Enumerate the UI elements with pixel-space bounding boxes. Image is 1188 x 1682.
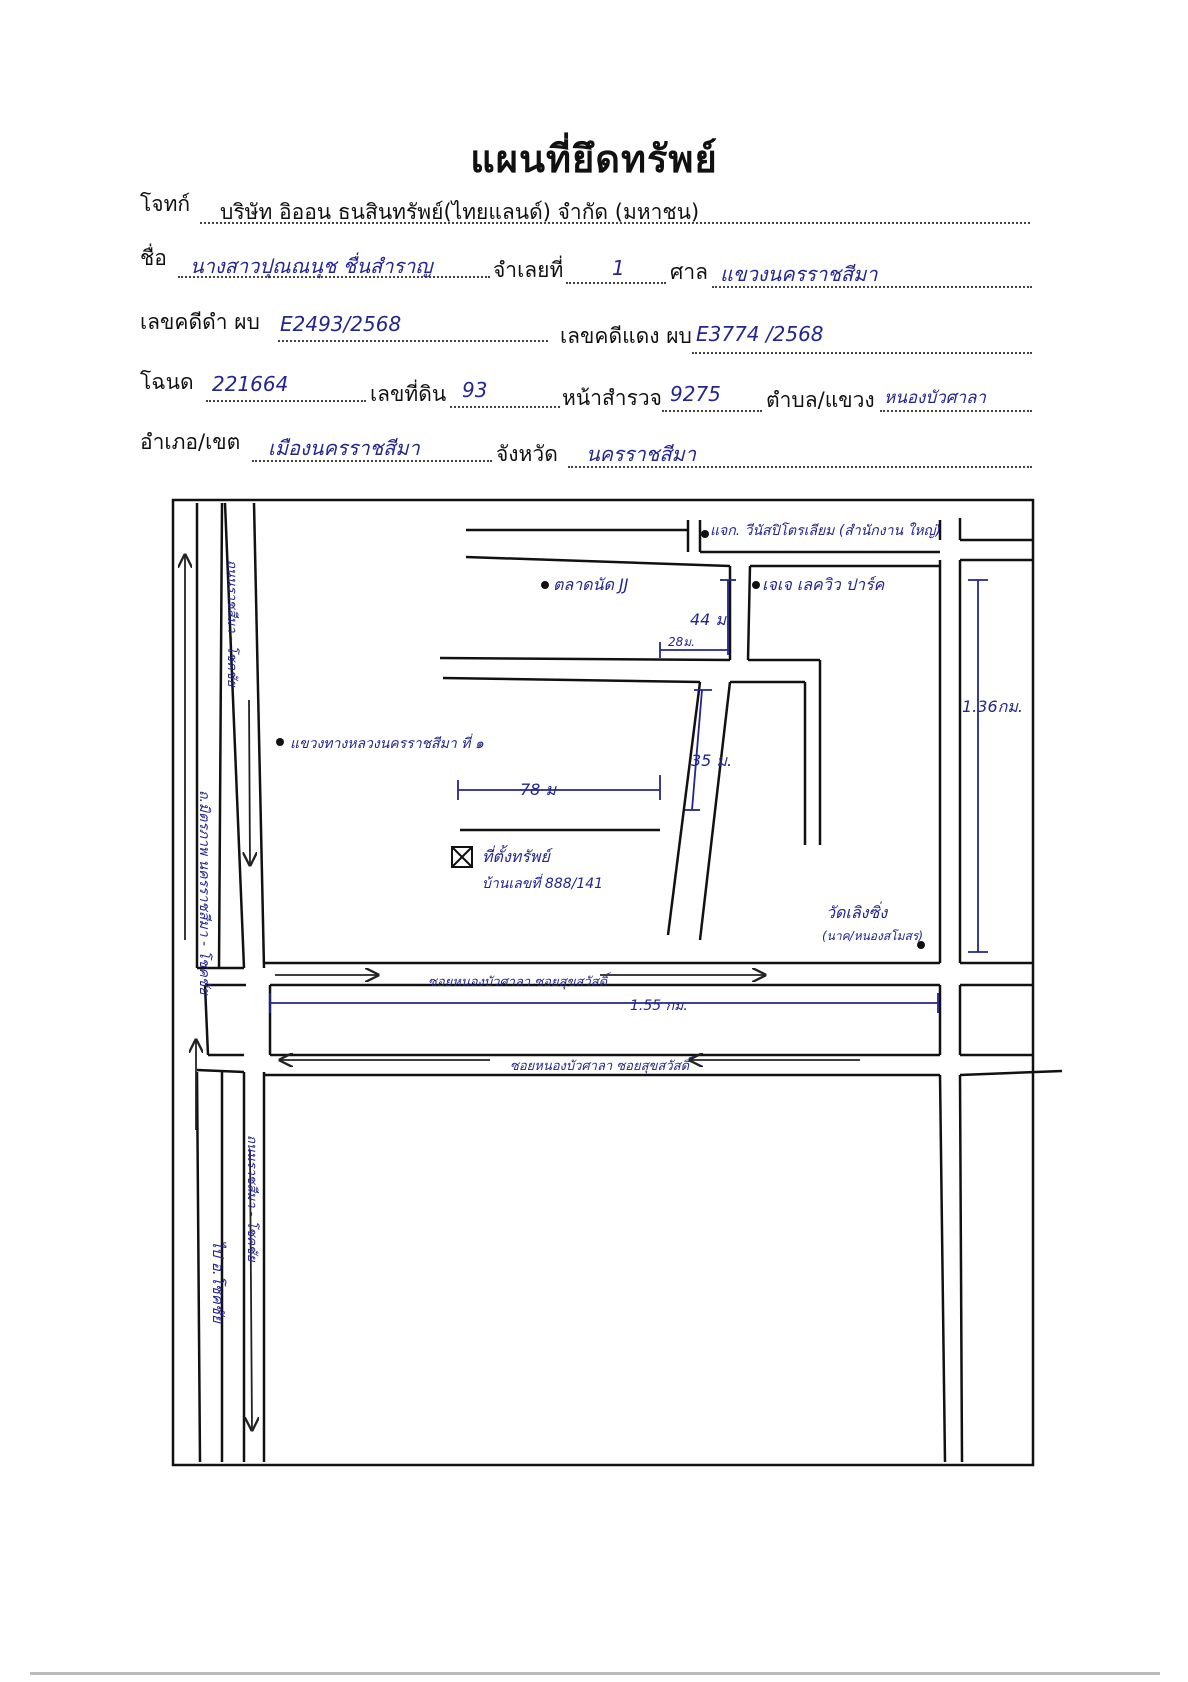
- land-no-value: 93: [462, 378, 488, 402]
- property-house-label: บ้านเลขที่ 888/141: [482, 873, 603, 892]
- direction-arrows: [185, 555, 860, 1430]
- page-bottom-rule: [30, 1672, 1160, 1675]
- plaintiff-value: บริษัท อิออน ธนสินทรัพย์(ไทยแลนด์) จำกัด…: [220, 200, 700, 224]
- soi-upper-label: ซอยหนองบัวศาลา ซอยสุขสวัสดิ์: [428, 972, 612, 990]
- deed-label: โฉนด: [140, 370, 194, 394]
- right-road: [938, 518, 1033, 1463]
- deed-value: 221664: [212, 372, 289, 396]
- dist-155-label: 1.55 กม.: [630, 998, 688, 1014]
- red-case-label: เลขคดีแดง ผบ: [560, 324, 692, 348]
- court-marker-label: แขวงทางหลวงนครราชสีมา ที่ ๑: [290, 733, 484, 752]
- dist-78-label: 78 ม: [520, 780, 557, 799]
- district-label: อำเภอ/เขต: [140, 430, 241, 454]
- map-frame: [171, 498, 1035, 1467]
- district-dotline: [252, 460, 492, 462]
- defendant-no-dotline: [566, 282, 666, 284]
- road-left-main-label: ถ.มิตรภาพ นครราชสีมา - โชคชัย: [196, 790, 213, 995]
- court-value: แขวงนครราชสีมา: [720, 262, 878, 286]
- court-label: ศาล: [670, 260, 708, 284]
- province-label: จังหวัด: [496, 442, 558, 466]
- market-dot: [541, 581, 549, 589]
- dist-28-label: 28ม.: [668, 635, 695, 649]
- subdistrict-label: ตำบล/แขวง: [766, 388, 875, 412]
- black-case-label: เลขคดีดำ ผบ: [140, 310, 260, 334]
- village-dot: [752, 581, 760, 589]
- dist-1360-label: 1.36กม.: [962, 697, 1023, 716]
- dist-44-label: 44 ม.: [690, 610, 731, 629]
- soi-lower-label: ซอยหนองบัวศาลา ซอยสุขสวัสดิ์: [510, 1056, 694, 1074]
- survey-page-label: หน้าสำรวจ: [562, 386, 662, 410]
- dimension-lines: [269, 579, 988, 1013]
- market-label: ตลาดนัด JJ: [553, 575, 629, 594]
- dealer-dot: [701, 530, 709, 538]
- left-road-lines: [195, 502, 266, 1463]
- survey-page-dotline: [662, 410, 762, 412]
- road-left-lower2-label: ไป อ.โชคชัย: [209, 1240, 227, 1324]
- soi-roads: [264, 961, 1063, 1077]
- inner-roads: [439, 520, 940, 941]
- court-dot: [276, 738, 284, 746]
- name-label: ชื่อ: [140, 246, 167, 270]
- dist-35-label: 35 ม.: [691, 751, 732, 770]
- deed-dotline: [206, 400, 366, 402]
- land-no-label: เลขที่ดิน: [370, 382, 447, 406]
- dealer-label: แจก. วีนัสปิโตรเลียม (สำนักงาน ใหญ่): [710, 522, 941, 539]
- property-box-icon: [451, 846, 473, 868]
- village-label: เจเจ เลควิว ปาร์ค: [762, 575, 886, 594]
- name-value: นางสาวปุณณนุช ชื่นสำราญ: [190, 254, 433, 278]
- defendant-no-label: จำเลยที่: [493, 258, 564, 282]
- temple-dot: [917, 941, 925, 949]
- red-case-dotline: [692, 352, 1032, 354]
- temple-sub-label: (นาค/หนองสโมสร): [822, 929, 923, 943]
- district-value: เมืองนครราชสีมา: [268, 436, 420, 460]
- survey-page-value: 9275: [670, 382, 721, 406]
- page-title: แผนที่ยึดทรัพย์: [470, 137, 718, 181]
- road-left-lower-label: ถนนราชสีมา - โชคชัย: [244, 1135, 260, 1263]
- red-case-value: E3774 /2568: [696, 322, 824, 346]
- court-dotline: [712, 286, 1032, 288]
- plaintiff-dotline: [200, 222, 1030, 224]
- property-label: ที่ตั้งทรัพย์: [482, 845, 553, 866]
- name-dotline: [178, 276, 490, 278]
- black-case-value: E2493/2568: [280, 312, 402, 336]
- plaintiff-label: โจทก์: [140, 192, 191, 216]
- land-no-dotline: [450, 406, 560, 408]
- road-left-upper-label: ถนนราชสีมา - โชคชัย: [224, 560, 240, 688]
- defendant-no-value: 1: [612, 256, 625, 280]
- temple-label: วัดเลิงซิ่ง: [826, 901, 888, 922]
- province-dotline: [568, 466, 1032, 468]
- subdistrict-dotline: [880, 410, 1032, 412]
- province-value: นครราชสีมา: [586, 442, 696, 466]
- subdistrict-value: หนองบัวศาลา: [884, 388, 986, 408]
- black-case-dotline: [278, 340, 548, 342]
